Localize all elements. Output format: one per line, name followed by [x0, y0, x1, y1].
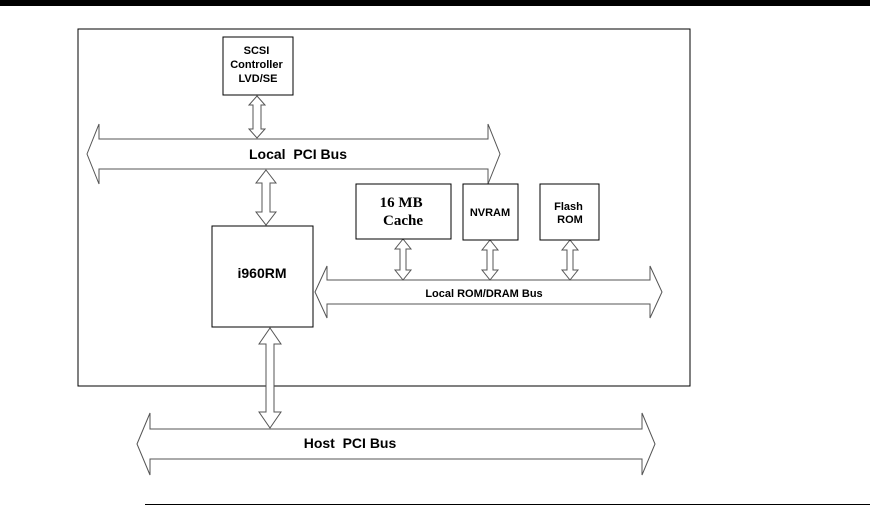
cache-label: 16 MB Cache: [380, 195, 427, 229]
i960rm-label: i960RM: [237, 265, 286, 281]
scsi-pci-link: [247, 95, 267, 139]
nvram-label: NVRAM: [470, 207, 510, 219]
local-pci-bus: [86, 123, 501, 185]
flash-rom-box: [539, 183, 600, 241]
flash-bus-link: [560, 239, 580, 281]
host-pci-bus-label: Host PCI Bus: [304, 435, 397, 451]
flash-line-1: Flash: [554, 201, 583, 213]
scsi-line-2: Controller: [230, 59, 283, 71]
local-rom-dram-bus: [314, 265, 663, 319]
local-rom-dram-bus-label: Local ROM/DRAM Bus: [425, 288, 542, 300]
scsi-line-3: LVD/SE: [239, 73, 278, 85]
flash-line-2: ROM: [557, 214, 583, 226]
scsi-controller-box: [222, 36, 294, 96]
local-pci-bus-label: Local PCI Bus: [249, 146, 347, 162]
cache-box: [355, 183, 452, 240]
top-bar: [0, 0, 870, 6]
scsi-line-1: SCSI: [244, 45, 270, 57]
cache-line-1: 16 MB: [380, 195, 423, 211]
pci-cpu-link: [254, 169, 278, 226]
i960rm-box: [211, 225, 314, 328]
cache-line-2: Cache: [383, 213, 423, 229]
scsi-controller-label: SCSI Controller LVD/SE: [230, 45, 286, 85]
flash-rom-label: Flash ROM: [554, 201, 586, 226]
nvram-bus-link: [480, 239, 500, 281]
host-pci-bus: [136, 412, 656, 476]
nvram-box: [462, 183, 519, 241]
cache-bus-link: [393, 238, 413, 281]
cpu-host-link: [258, 327, 282, 429]
